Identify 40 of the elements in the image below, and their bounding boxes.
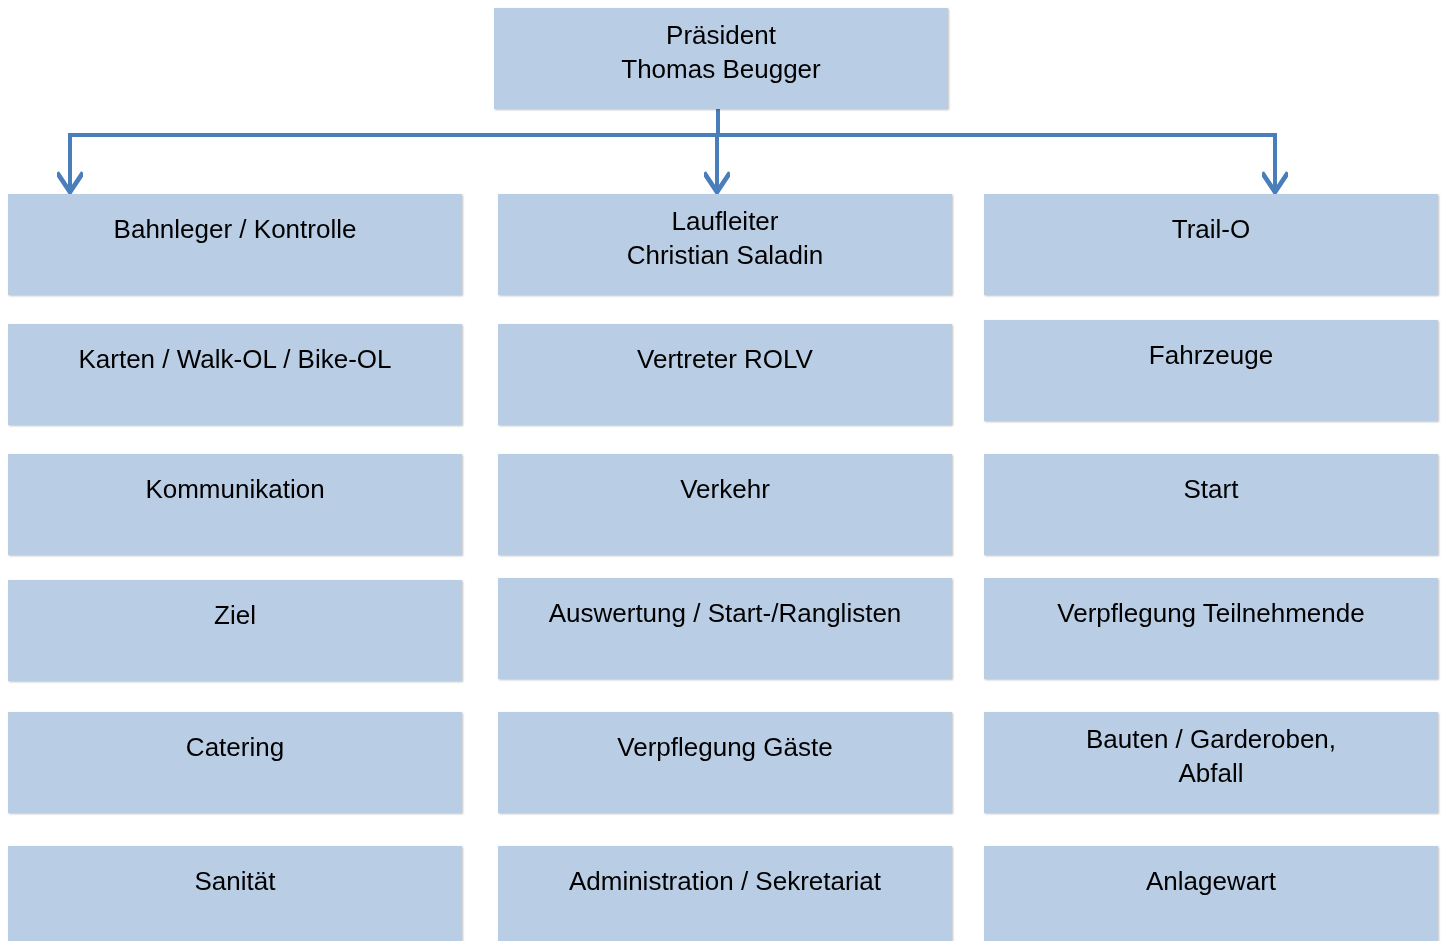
box-label: Christian Saladin — [626, 239, 824, 272]
org-box — [8, 194, 462, 295]
box-label: Ziel — [214, 599, 256, 632]
org-box — [984, 454, 1438, 555]
org-box — [8, 712, 462, 813]
org-box — [8, 846, 462, 941]
org-box — [984, 712, 1438, 813]
box-label: Start — [1183, 473, 1239, 506]
org-box — [498, 578, 952, 679]
box-label: Kommunikation — [145, 473, 325, 506]
box-label: Verpflegung Gäste — [617, 731, 833, 764]
org-box — [8, 324, 462, 425]
box-label: Verpflegung Teilnehmende — [1057, 597, 1365, 630]
org-box — [984, 846, 1438, 941]
org-box — [984, 578, 1438, 679]
org-box — [984, 194, 1438, 295]
box-label: Bahnleger / Kontrolle — [113, 213, 357, 246]
box-label: Laufleiter — [671, 205, 779, 238]
box-label: Karten / Walk-OL / Bike-OL — [78, 343, 392, 376]
box-label: Auswertung / Start-/Ranglisten — [548, 597, 902, 630]
org-box — [498, 194, 952, 295]
box-label: Sanität — [194, 865, 276, 898]
org-box — [8, 580, 462, 681]
box-label: Anlagewart — [1145, 865, 1277, 898]
box-label: Thomas Beugger — [621, 53, 821, 86]
org-box — [498, 454, 952, 555]
org-box — [498, 324, 952, 425]
org-box — [494, 8, 948, 109]
box-label: Catering — [185, 731, 285, 764]
org-box — [498, 846, 952, 941]
box-label: Fahrzeuge — [1148, 339, 1274, 372]
box-label: Administration / Sekretariat — [568, 865, 882, 898]
org-box — [984, 320, 1438, 421]
box-label: Vertreter ROLV — [637, 343, 813, 376]
org-box — [498, 712, 952, 813]
box-label: Präsident — [666, 19, 776, 52]
box-label: Verkehr — [680, 473, 770, 506]
box-label: Trail-O — [1171, 213, 1251, 246]
org-box — [8, 454, 462, 555]
box-label: Bauten / Garderoben, Abfall — [1084, 723, 1338, 790]
